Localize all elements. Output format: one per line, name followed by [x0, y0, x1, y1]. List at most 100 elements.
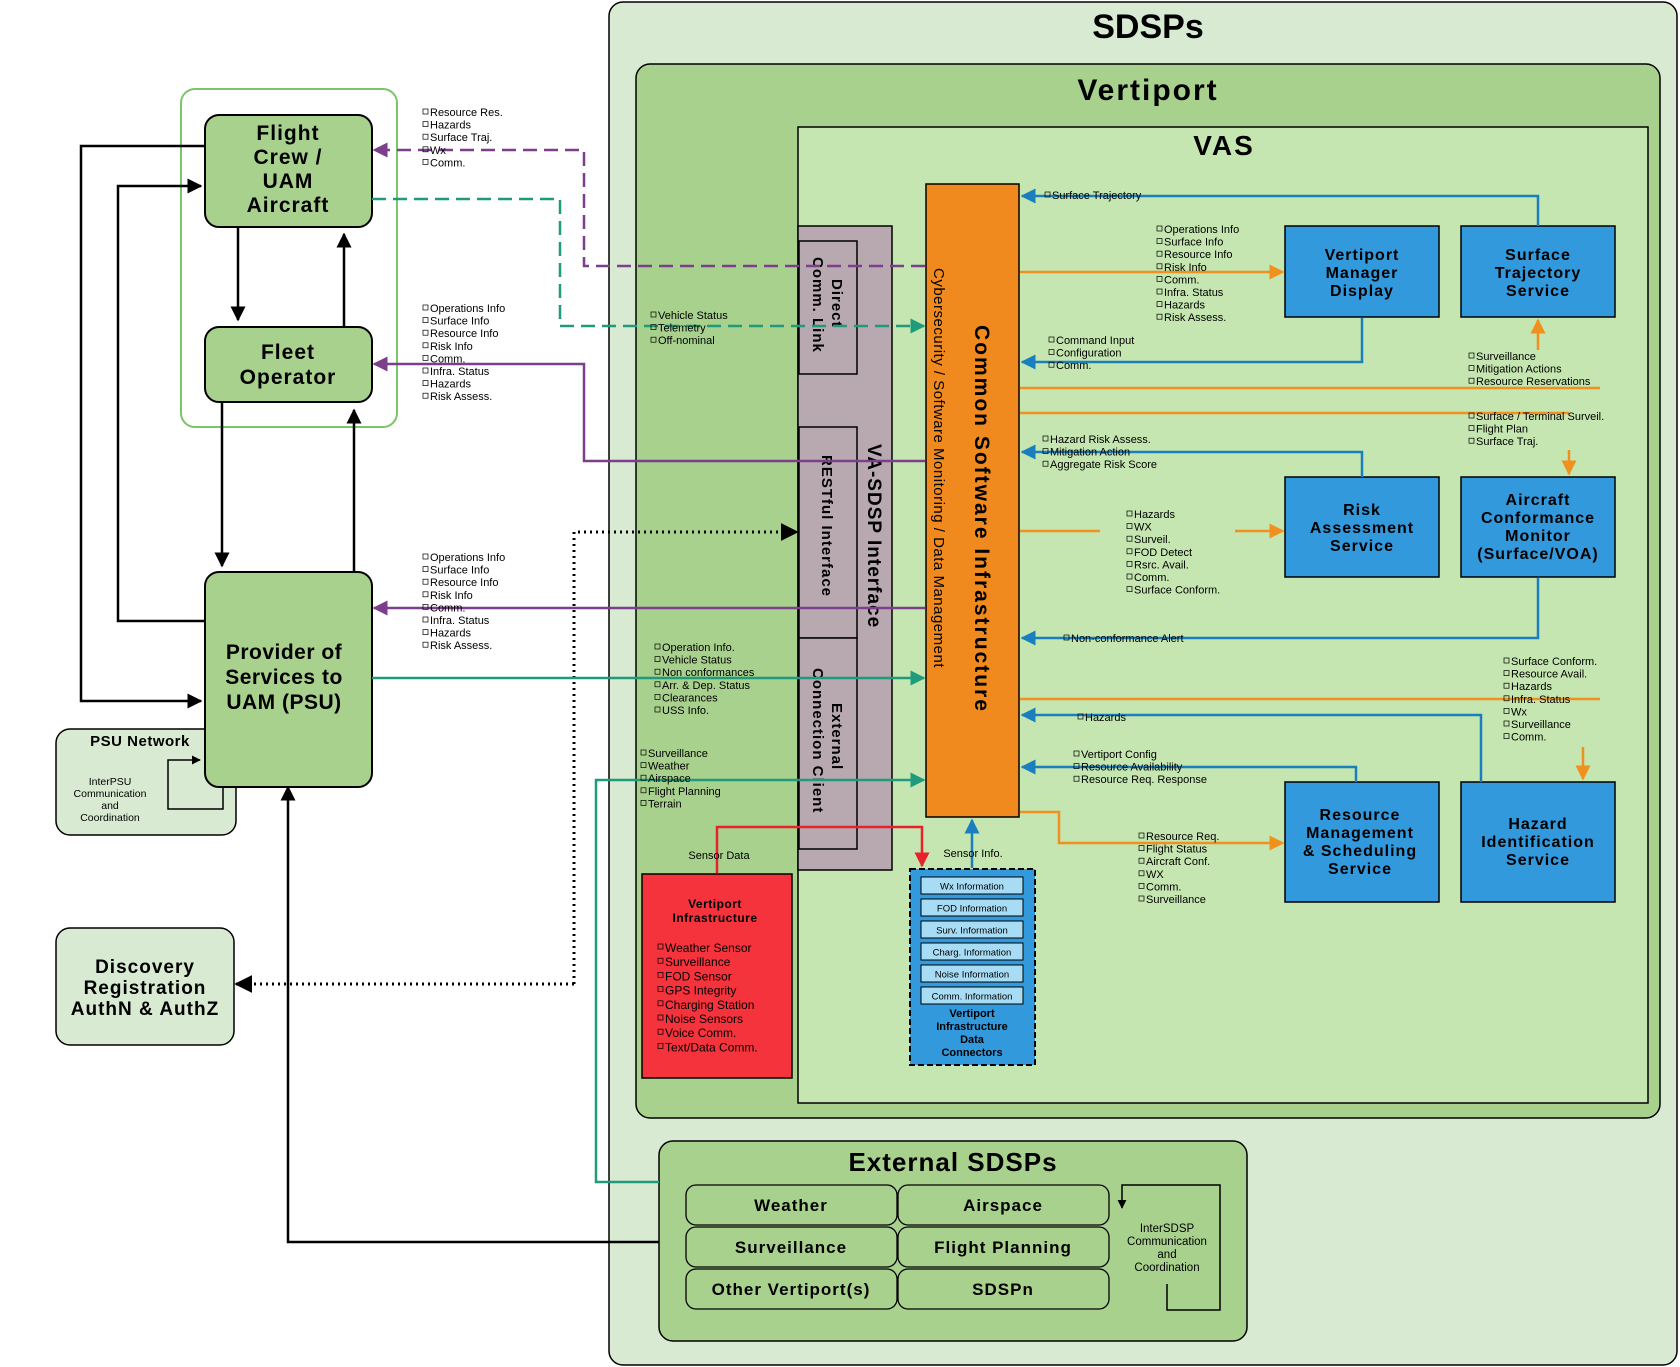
bullet-icon — [657, 1043, 664, 1049]
external-sdsp-item[interactable]: Surveillance — [685, 1226, 898, 1268]
resource-management-service-box[interactable]: Resource Management & Scheduling Service — [1284, 781, 1440, 903]
infra-item: Charging Station — [665, 998, 754, 1012]
external-sdsp-item[interactable]: Airspace — [897, 1184, 1110, 1226]
bullet-icon — [422, 566, 429, 572]
bullet-icon — [1073, 775, 1080, 782]
external-conn-label-1: External — [828, 703, 845, 770]
sts-label-3: Service — [1506, 283, 1570, 300]
bullet-icon — [422, 553, 429, 560]
bullet-icon — [1503, 695, 1510, 702]
flight-crew-box[interactable]: Flight Crew / UAM Aircraft — [204, 114, 373, 228]
external-sdsp-item[interactable]: Weather — [685, 1184, 898, 1226]
flow-label-to-vmd: Comm. — [1164, 274, 1199, 286]
connectors-title-4: Connectors — [941, 1047, 1002, 1059]
connector-item[interactable]: Comm. Information — [920, 986, 1024, 1005]
bullet-icon — [422, 392, 429, 399]
bullet-icon — [1126, 573, 1133, 580]
vertiport-infrastructure-box[interactable]: Vertiport Infrastructure Weather SensorS… — [641, 873, 793, 1079]
external-connection-client-box[interactable]: External Connection Client — [798, 637, 858, 850]
bullet-icon — [1126, 535, 1133, 542]
risk-assessment-service-box[interactable]: Risk Assessment Service — [1284, 476, 1440, 578]
bullet-icon — [1503, 670, 1510, 676]
flow-label-to-rms: Aircraft Conf. — [1146, 856, 1210, 868]
bullet-icon — [1042, 435, 1049, 442]
discovery-box[interactable]: Discovery Registration AuthN & AuthZ — [55, 927, 235, 1046]
bullet-icon — [1077, 713, 1084, 720]
orange-flows — [1020, 264, 1600, 851]
flow-label-to-flight-crew: Hazards — [430, 120, 471, 132]
connectors-title-2: Infrastructure — [936, 1021, 1008, 1033]
connector-item[interactable]: FOD Information — [920, 898, 1024, 917]
fleet-operator-box[interactable]: Fleet Operator — [204, 326, 373, 403]
bullet-icon — [1126, 561, 1133, 567]
rms-label-4: Service — [1328, 861, 1392, 878]
external-sdsp-item[interactable]: Flight Planning — [897, 1226, 1110, 1268]
bullet-icon — [1468, 437, 1475, 444]
bullet-icon — [1042, 448, 1049, 454]
flow-label-to-fleet: Infra. Status — [430, 366, 490, 378]
flow-label-from-psu: Non conformances — [662, 667, 755, 679]
sensor-flows — [715, 818, 980, 873]
flow-label-to-vmd: Resource Info — [1164, 249, 1232, 261]
bullet-icon — [657, 1000, 664, 1007]
flow-label-from-external: Weather — [648, 761, 690, 773]
bullet-icon — [1048, 336, 1055, 343]
external-sdsp-label: SDSPn — [972, 1280, 1034, 1299]
flow-label-to-vmd: Infra. Status — [1164, 287, 1224, 299]
bullet-icon — [422, 591, 429, 598]
vmd-label-1: Vertiport — [1325, 247, 1400, 264]
flow-label-vehicle: Off-nominal — [658, 335, 715, 347]
aircraft-conformance-monitor-box[interactable]: Aircraft Conformance Monitor (Surface/VO… — [1460, 476, 1616, 578]
flow-label-to-his: Surface Conform. — [1511, 656, 1597, 668]
flow-label-from-external: Airspace — [648, 773, 691, 785]
flow-label-to-flight-crew: Wx — [430, 145, 446, 157]
connector-item-label: Wx Information — [940, 882, 1004, 893]
bullet-icon — [422, 629, 429, 635]
vertiport-manager-display-box[interactable]: Vertiport Manager Display — [1284, 225, 1440, 318]
flow-label-to-fleet: Surface Info — [430, 316, 489, 328]
acm-label-1: Aircraft — [1506, 492, 1571, 509]
infra-item: Surveillance — [665, 955, 731, 969]
connector-item[interactable]: Noise Information — [920, 964, 1024, 983]
connector-item[interactable]: Wx Information — [920, 876, 1024, 895]
flow-label-to-acm: Flight Plan — [1476, 424, 1528, 436]
external-sdsp-item[interactable]: Other Vertiport(s) — [685, 1268, 898, 1310]
purple-flows — [372, 142, 925, 616]
flow-label-to-his: Surveillance — [1511, 719, 1571, 731]
connector-item[interactable]: Charg. Information — [920, 942, 1024, 961]
external-sdsp-item[interactable]: SDSPn — [897, 1268, 1110, 1310]
psu-box[interactable]: Provider of Services to UAM (PSU) — [204, 571, 373, 788]
sensor-data-label: Sensor Data — [688, 850, 750, 862]
external-sdsp-label: Flight Planning — [934, 1238, 1072, 1257]
restful-interface-box[interactable]: RESTful Interface — [798, 426, 858, 639]
bullet-icon — [640, 774, 647, 781]
bullet-icon — [1156, 301, 1163, 307]
flow-label-to-flight-crew: Surface Traj. — [430, 132, 492, 144]
sts-label-2: Trajectory — [1495, 265, 1581, 282]
ras-label-1: Risk — [1343, 502, 1381, 519]
connector-item-label: Comm. Information — [932, 992, 1013, 1003]
restful-interface-label: RESTful Interface — [818, 455, 835, 597]
bullet-icon — [1156, 276, 1163, 282]
direct-comm-link-box[interactable]: Direct Comm. Link — [798, 240, 858, 375]
bullet-icon — [1468, 377, 1475, 384]
flow-label-to-ras: Hazards — [1134, 509, 1175, 521]
flow-label-from-rms: Resource Req. Response — [1081, 774, 1207, 786]
psu-network-note-3: and — [101, 800, 119, 812]
hazard-identification-service-box[interactable]: Hazard Identification Service — [1460, 781, 1616, 903]
va-sdsp-interface-label: VA-SDSP Interface — [863, 444, 884, 628]
sdsps-title: SDSPs — [1092, 8, 1204, 46]
connector-item[interactable]: Surv. Information — [920, 920, 1024, 939]
bullet-icon — [650, 336, 657, 343]
psu-network-loop — [167, 755, 224, 810]
flow-label-from-vmd: Command Input — [1056, 335, 1134, 347]
bullet-icon — [1138, 832, 1145, 839]
flow-label-nonconf: Non-conformance Alert — [1071, 633, 1184, 645]
external-sdsps-title: External SDSPs — [848, 1147, 1057, 1177]
bullet-icon — [422, 317, 429, 323]
surface-trajectory-service-box[interactable]: Surface Trajectory Service — [1460, 225, 1616, 318]
common-software-infrastructure[interactable]: Common Software Infrastructure Cybersecu… — [925, 183, 1020, 818]
